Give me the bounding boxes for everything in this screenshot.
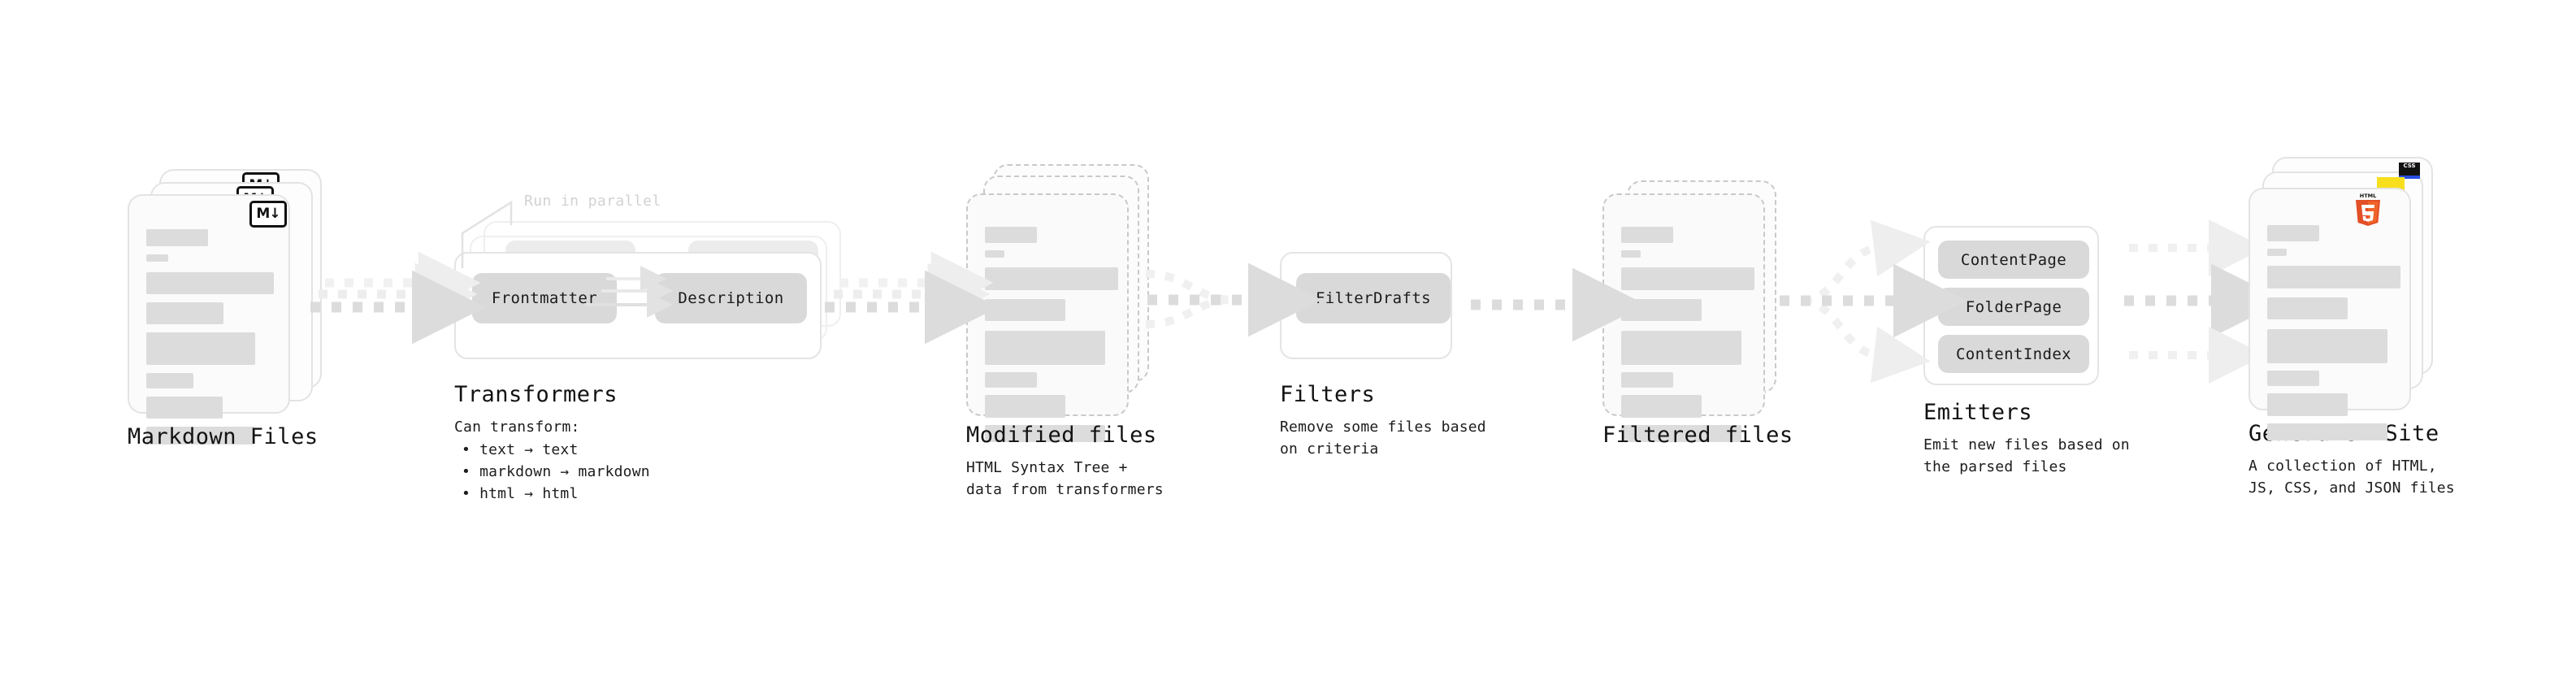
stage-desc-generated-site: A collection of HTML, JS, CSS, and JSON … — [2249, 458, 2455, 497]
skeleton-bar — [146, 302, 223, 324]
skeleton-bar — [985, 299, 1065, 321]
html5-icon: HTML — [2356, 193, 2380, 226]
skeleton-bar — [985, 250, 1004, 258]
skeleton-bar — [1621, 227, 1673, 243]
css3-badge: CSS — [2399, 163, 2420, 179]
skeleton-bar — [1621, 331, 1741, 365]
skeleton-bar — [146, 254, 168, 262]
bullet-text: • html → html — [462, 485, 579, 502]
filters-container: FilterDrafts — [1280, 252, 1452, 359]
stage-desc-filters: Remove some files based on criteria — [1280, 419, 1486, 458]
bullet-text: • text → text — [462, 441, 579, 458]
skeleton-bar — [2267, 266, 2400, 288]
skeleton-bar — [2267, 393, 2348, 416]
html5-badge: HTML — [2353, 192, 2383, 228]
svg-text:HTML: HTML — [2360, 193, 2376, 199]
stage-desc-transformers: Can transform: — [454, 419, 580, 436]
skeleton-bar — [985, 395, 1065, 418]
skeleton-bar — [985, 425, 1105, 442]
skeleton-bar — [146, 427, 254, 445]
skeleton-bar — [985, 331, 1105, 365]
filter-pill-filterdrafts[interactable]: FilterDrafts — [1296, 273, 1451, 323]
stage-title-filters: Filters — [1280, 382, 1376, 407]
emitter-pill-folderpage[interactable]: FolderPage — [1938, 288, 2089, 326]
transform-bullet-list: • text → text • markdown → markdown • ht… — [462, 439, 650, 505]
skeleton-bar — [2267, 423, 2387, 440]
skeleton-bar — [2267, 329, 2387, 363]
arrow-modified-to-filters — [1145, 262, 1322, 337]
skeleton-bar — [146, 229, 208, 246]
transformers-container: Frontmatter Description — [454, 252, 822, 359]
skeleton-bar — [985, 267, 1118, 290]
skeleton-bar — [1621, 372, 1673, 388]
arrow-transformers-to-modified — [825, 251, 999, 345]
skeleton-bar — [1621, 250, 1641, 258]
arrow-filtered-to-emitters — [1780, 219, 1967, 384]
stage-title-modified-files: Modified files — [966, 423, 1157, 448]
skeleton-bar — [146, 397, 223, 419]
run-in-parallel-caption: Run in parallel — [524, 193, 661, 210]
bullet-text: • markdown → markdown — [462, 463, 650, 480]
skeleton-bar — [146, 272, 274, 294]
stage-title-markdown-files: Markdown Files — [128, 424, 319, 449]
emitter-pill-contentindex[interactable]: ContentIndex — [1938, 335, 2089, 373]
transformer-pill-description[interactable]: Description — [655, 273, 807, 323]
markdown-badge-front: M↓ — [249, 201, 287, 228]
site-card-front-html — [2249, 188, 2411, 440]
transformer-pill-frontmatter[interactable]: Frontmatter — [472, 273, 617, 323]
skeleton-bar — [1621, 395, 1702, 418]
skeleton-bar — [146, 332, 255, 365]
markdown-card-front — [128, 194, 290, 445]
stage-desc-emitters: Emit new files based on the parsed files — [1923, 436, 2130, 475]
stage-title-filtered-files: Filtered files — [1602, 423, 1793, 448]
stage-desc-modified-files: HTML Syntax Tree + data from transformer… — [966, 459, 1164, 498]
skeleton-bar — [2267, 371, 2319, 386]
arrow-markdown-to-transformers — [310, 251, 486, 345]
emitter-pill-contentpage[interactable]: ContentPage — [1938, 241, 2089, 279]
skeleton-bar — [985, 227, 1037, 243]
skeleton-bar — [2267, 297, 2348, 319]
skeleton-bar — [1621, 299, 1702, 321]
skeleton-bar — [2267, 249, 2287, 256]
skeleton-bar — [1621, 425, 1741, 442]
skeleton-bar — [1621, 267, 1754, 290]
stage-title-transformers: Transformers — [454, 382, 618, 407]
stage-title-emitters: Emitters — [1923, 400, 2033, 425]
skeleton-bar — [985, 372, 1037, 388]
skeleton-bar — [2267, 225, 2319, 241]
modified-card-front — [966, 193, 1129, 442]
skeleton-bar — [146, 373, 193, 388]
filtered-card-front — [1602, 193, 1765, 442]
arrow-emitters-to-site — [2124, 219, 2285, 384]
emitters-container: ContentPage FolderPage ContentIndex — [1923, 226, 2099, 385]
